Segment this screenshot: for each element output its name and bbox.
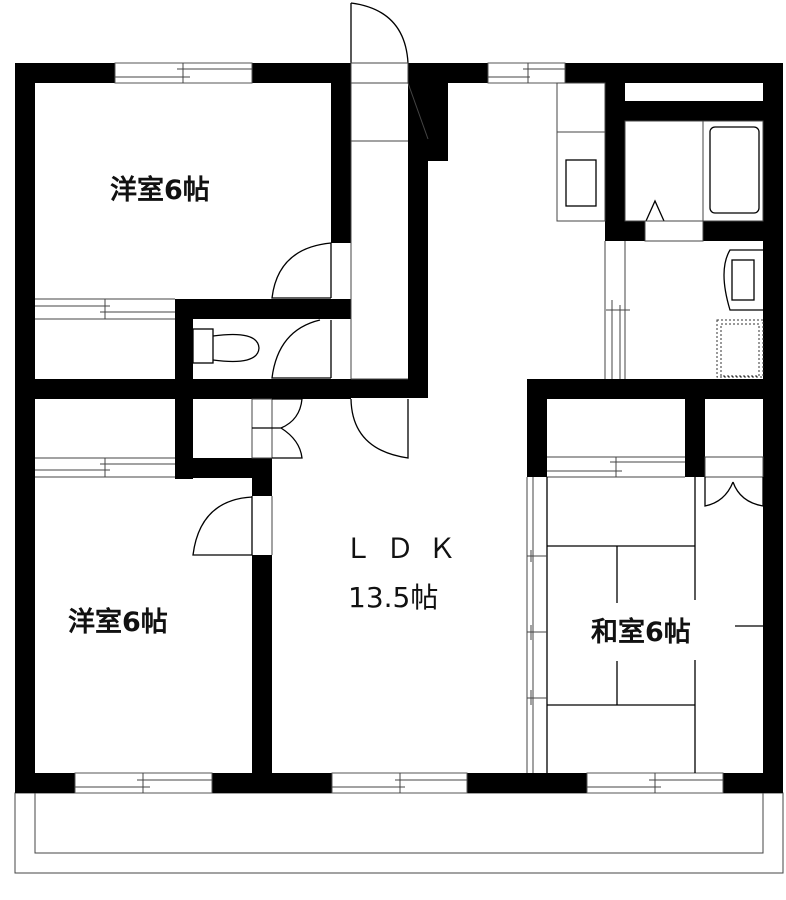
walls: [15, 63, 783, 793]
room-label-ldk-title: ＬＤＫ: [344, 532, 471, 565]
bathroom: [604, 120, 764, 379]
entrance-door: [350, 2, 409, 64]
doors: [192, 2, 429, 556]
toilet: [192, 328, 260, 364]
room-label-western-2: 洋室6帖: [68, 607, 168, 638]
room-label-western-1: 洋室6帖: [110, 175, 210, 206]
room-label-ldk-size: 13.5帖: [348, 581, 439, 614]
kitchen: [556, 82, 606, 222]
windows: [74, 62, 724, 794]
balcony: [14, 792, 784, 874]
tatami: [526, 477, 763, 773]
closets: [35, 298, 764, 507]
room-label-japanese: 和室6帖: [587, 610, 695, 649]
